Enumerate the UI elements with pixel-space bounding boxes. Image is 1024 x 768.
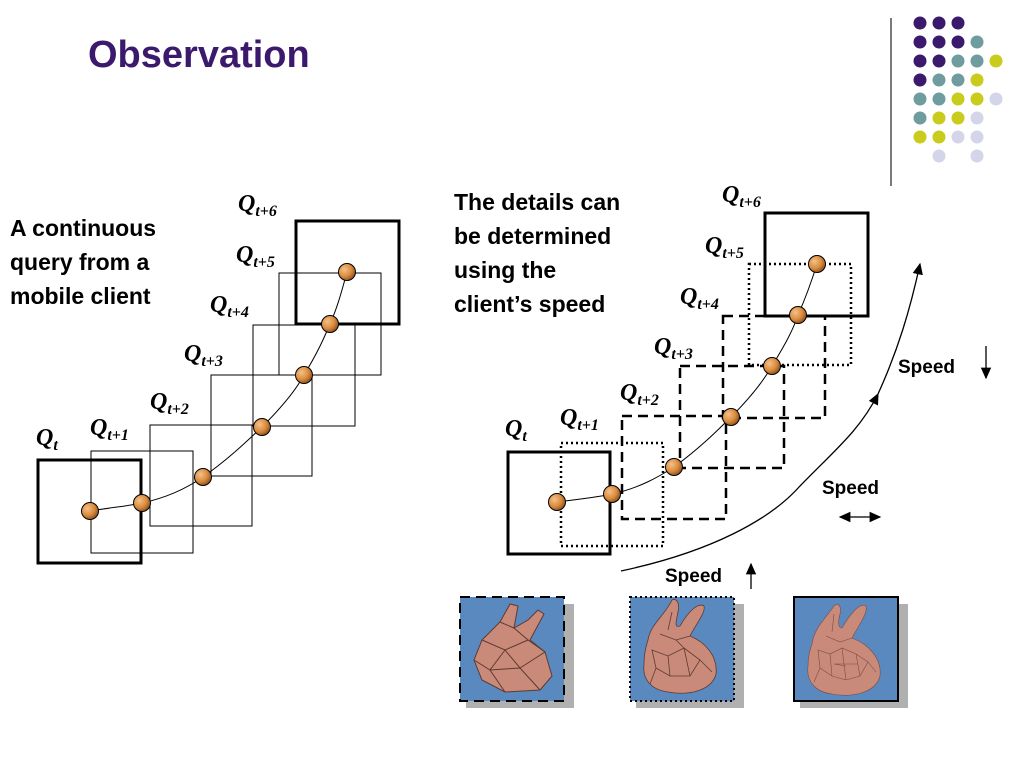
client-position-marker [789, 306, 807, 324]
left-text-line: mobile client [10, 283, 151, 309]
bunny-high-detail-icon [807, 604, 881, 696]
query-box-t1 [559, 441, 665, 548]
label-q-t1: Qt+1 [90, 415, 129, 444]
query-box-t [506, 450, 612, 556]
label-q-t1: Qt+1 [560, 405, 599, 434]
client-position-marker [81, 502, 99, 520]
left-description: A continuous query from a mobile client [10, 211, 156, 313]
right-text-line: using the [454, 257, 557, 283]
client-position-marker [763, 357, 781, 375]
speed-curve-arrow-upper [877, 262, 923, 395]
right-description: The details can be determined using the … [454, 185, 620, 321]
client-position-marker [665, 458, 683, 476]
slide-title: Observation [88, 34, 310, 76]
client-position-marker [808, 255, 826, 273]
client-position-marker [722, 408, 740, 426]
client-position-marker [321, 315, 339, 333]
label-q-t3: Qt+3 [184, 341, 223, 370]
label-q-t4: Qt+4 [680, 284, 719, 313]
label-q-t2: Qt+2 [620, 380, 659, 409]
label-q-t4: Qt+4 [210, 292, 249, 321]
left-client-positions [81, 263, 356, 520]
query-box-t6 [763, 211, 870, 318]
speed-label-high: Speed [898, 357, 955, 378]
right-query-boxes [506, 211, 870, 556]
right-text-line: The details can [454, 189, 621, 215]
right-client-positions [548, 255, 826, 511]
bunny-high-detail-thumbnail [793, 596, 908, 708]
label-q-t5: Qt+5 [705, 233, 744, 262]
client-position-marker [194, 468, 212, 486]
right-text-line: be determined [454, 223, 612, 249]
label-q-t3: Qt+3 [654, 334, 693, 363]
label-q-t6: Qt+6 [238, 191, 277, 220]
label-q-t2: Qt+2 [150, 389, 189, 418]
speed-label-low: Speed [665, 566, 722, 587]
speed-curve-arrow [620, 392, 879, 572]
client-position-marker [253, 418, 271, 436]
bunny-medium-detail-thumbnail [629, 596, 744, 708]
client-position-marker [603, 485, 621, 503]
left-text-line: query from a [10, 249, 150, 275]
left-text-line: A continuous [10, 215, 157, 241]
client-position-marker [295, 366, 313, 384]
bunny-medium-detail-icon [643, 599, 717, 694]
query-box-t6 [294, 219, 401, 326]
query-box-t5 [747, 262, 853, 367]
label-q-t: Qt [505, 416, 527, 445]
speed-label-medium: Speed [822, 478, 879, 499]
client-position-marker [133, 494, 151, 512]
bunny-low-detail-icon [473, 603, 553, 693]
bunny-low-detail-thumbnail [459, 596, 574, 708]
label-q-t6: Qt+6 [722, 182, 761, 211]
label-q-t5: Qt+5 [236, 242, 275, 271]
query-box-t1 [90, 450, 194, 554]
client-position-marker [548, 493, 566, 511]
query-box-t3 [678, 364, 786, 470]
decor-divider [890, 18, 892, 186]
query-box-t2 [620, 414, 728, 521]
label-q-t: Qt [36, 425, 58, 454]
client-position-marker [338, 263, 356, 281]
decor-dot-grid [913, 16, 1003, 163]
right-text-line: client’s speed [454, 291, 606, 317]
